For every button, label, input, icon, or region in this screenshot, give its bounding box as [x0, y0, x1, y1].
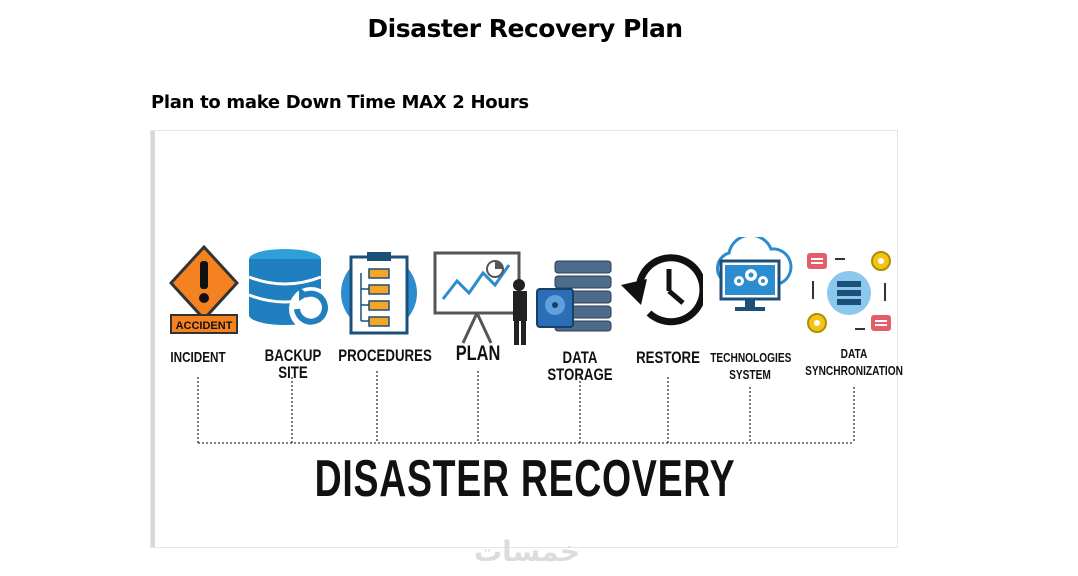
page-subtitle: Plan to make Down Time MAX 2 Hours — [151, 92, 529, 113]
diagram-heading: DISASTER RECOVERY — [314, 450, 736, 508]
sync-server-icon — [807, 251, 891, 333]
item-label-incident: INCIDENT — [170, 349, 226, 366]
database-backup-icon — [248, 249, 333, 331]
item-label-data-synchronization: DATA SYNCHRONIZATION — [805, 346, 903, 378]
item-label-restore: RESTORE — [636, 348, 700, 367]
clock-restore-icon — [621, 254, 703, 326]
cloud-monitor-gears-icon — [716, 237, 793, 311]
presentation-board-icon — [433, 251, 527, 345]
warning-sign-icon: ACCIDENT — [169, 245, 239, 334]
item-label-backup-site: BACKUP SITE — [264, 346, 322, 382]
item-label-technologies-system: TECHNOLOGIES SYSTEM — [710, 350, 792, 382]
page-title: Disaster Recovery Plan — [367, 14, 683, 43]
connector-lines — [197, 371, 855, 444]
disaster-recovery-figure: ACCIDENT — [150, 130, 903, 548]
item-label-procedures: PROCEDURES — [338, 346, 432, 365]
item-label-data-storage: DATA STORAGE — [547, 348, 613, 384]
clipboard-flowchart-icon — [341, 252, 417, 335]
item-label-plan: PLAN — [455, 342, 501, 365]
server-storage-icon — [536, 260, 612, 332]
accident-sign-text: ACCIDENT — [176, 320, 233, 332]
figure-left-border — [151, 131, 155, 547]
watermark-logo: خمسات — [474, 535, 581, 568]
